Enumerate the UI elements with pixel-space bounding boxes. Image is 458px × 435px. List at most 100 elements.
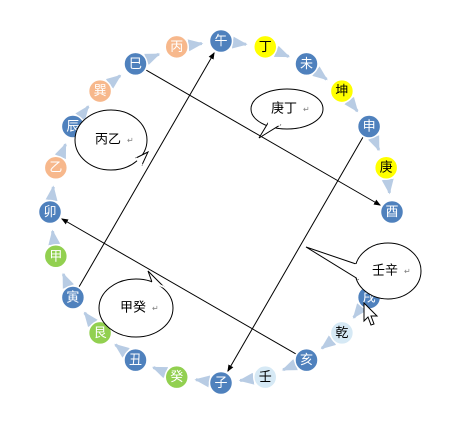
node-label: 甲	[49, 249, 62, 264]
node-label: 丙	[170, 40, 183, 55]
chain-arrow-si	[144, 52, 161, 65]
node-si: 巳	[123, 51, 148, 77]
chain-arrow-xun	[105, 74, 122, 89]
chain-arrow-gui	[151, 366, 169, 379]
node-circle	[87, 78, 113, 104]
node-label: 申	[363, 120, 376, 135]
node-label: 坤	[335, 84, 348, 99]
node-label: 子	[214, 376, 227, 391]
node-ren: 壬	[253, 364, 278, 390]
node-kun: 坤	[329, 78, 355, 104]
node-label: 午	[214, 34, 227, 49]
chain-arrow-yin	[61, 272, 74, 289]
chain-arrow-mao	[45, 185, 58, 202]
node-gui: 癸	[164, 364, 189, 390]
paragraph-mark-icon: ↵	[152, 304, 159, 313]
chain-arrow-hai	[281, 359, 298, 372]
node-label: 癸	[170, 370, 183, 385]
node-circle	[329, 320, 355, 346]
node-label: 酉	[385, 205, 398, 220]
callout-bubble	[250, 88, 324, 130]
node-label: 寅	[66, 290, 79, 306]
ring-chain-arrows	[45, 36, 394, 388]
node-circle	[294, 51, 319, 77]
node-circle	[164, 34, 189, 60]
callouts: 丙乙↵庚丁↵壬辛↵甲癸↵	[74, 88, 422, 338]
chain-arrow-chen	[75, 105, 90, 121]
node-label: 巳	[129, 57, 142, 72]
callout-bubble	[98, 278, 174, 338]
node-you: 酉	[379, 199, 405, 225]
node-wei: 未	[294, 51, 319, 77]
callout-ren-xin: 壬辛 ↵	[305, 242, 422, 300]
node-ding: 丁	[253, 34, 278, 60]
node-label: 未	[300, 57, 313, 72]
chain-arrow-ren	[238, 372, 255, 385]
node-circle	[87, 320, 113, 346]
paragraph-mark-icon: ↵	[404, 267, 411, 276]
ring-nodes: 午丁未坤申庚酉戌乾亥壬子癸丑艮寅甲卯乙辰巽巳丙	[37, 28, 405, 396]
node-circle	[43, 244, 69, 269]
node-label: 亥	[300, 353, 313, 368]
chain-arrow-wu	[231, 36, 248, 49]
node-zi: 子	[208, 370, 234, 396]
chain-arrow-yi	[54, 142, 67, 160]
node-geng: 庚	[373, 155, 399, 180]
node-bing: 丙	[164, 34, 189, 60]
node-circle	[37, 199, 63, 225]
callout-bubble	[74, 109, 148, 171]
connector-si-you	[146, 69, 381, 206]
node-label: 巽	[94, 84, 107, 99]
callout-text: 甲癸	[120, 301, 146, 316]
chain-arrow-qian	[320, 335, 337, 350]
node-hai: 亥	[294, 347, 319, 373]
node-circle	[164, 364, 189, 390]
node-yin: 寅	[60, 285, 86, 310]
node-circle	[253, 34, 278, 60]
node-circle	[373, 155, 399, 180]
paragraph-mark-icon: ↵	[303, 105, 310, 114]
node-jia: 甲	[43, 244, 69, 269]
chain-arrow-geng	[381, 178, 394, 195]
chain-arrow-wei	[312, 66, 328, 81]
node-circle	[123, 51, 148, 77]
node-label: 丑	[129, 353, 142, 368]
paragraph-mark-icon: ↵	[127, 136, 134, 145]
node-circle	[43, 155, 69, 180]
node-label: 乾	[335, 326, 348, 341]
chain-arrow-zi	[194, 375, 211, 388]
node-circle	[253, 364, 278, 390]
chain-arrow-gen	[83, 311, 98, 328]
mouse-cursor-icon	[363, 301, 379, 326]
chain-arrow-shen	[368, 135, 381, 152]
callout-text: 丙乙	[95, 133, 121, 148]
node-circle	[208, 28, 234, 54]
callout-geng-ding: 庚丁↵	[250, 88, 324, 139]
node-label: 壬	[259, 370, 272, 385]
connector-lines	[61, 52, 381, 372]
chain-arrow-chou	[114, 343, 130, 358]
node-circle	[60, 285, 86, 310]
chain-arrow-ding	[273, 45, 291, 58]
node-gen: 艮	[87, 320, 113, 346]
node-label: 艮	[94, 326, 107, 341]
chain-arrow-jia	[48, 229, 61, 246]
node-label: 乙	[49, 161, 62, 176]
node-circle	[123, 347, 148, 373]
node-shen: 申	[356, 114, 382, 139]
callout-jia-gui: 甲癸 ↵	[98, 270, 174, 338]
connector-yin-wu	[78, 52, 215, 287]
callout-text: 壬辛	[372, 264, 398, 279]
node-circle	[379, 199, 405, 225]
node-circle	[356, 114, 382, 139]
node-yi: 乙	[43, 155, 69, 180]
node-mao: 卯	[37, 199, 63, 225]
node-label: 庚	[380, 160, 393, 176]
node-label: 丁	[259, 40, 272, 55]
chain-arrow-kun	[344, 96, 359, 113]
callout-bing-yi: 丙乙 ↵	[74, 109, 150, 171]
node-circle	[208, 370, 234, 396]
chain-arrow-xu	[352, 303, 367, 319]
node-circle	[294, 347, 319, 373]
